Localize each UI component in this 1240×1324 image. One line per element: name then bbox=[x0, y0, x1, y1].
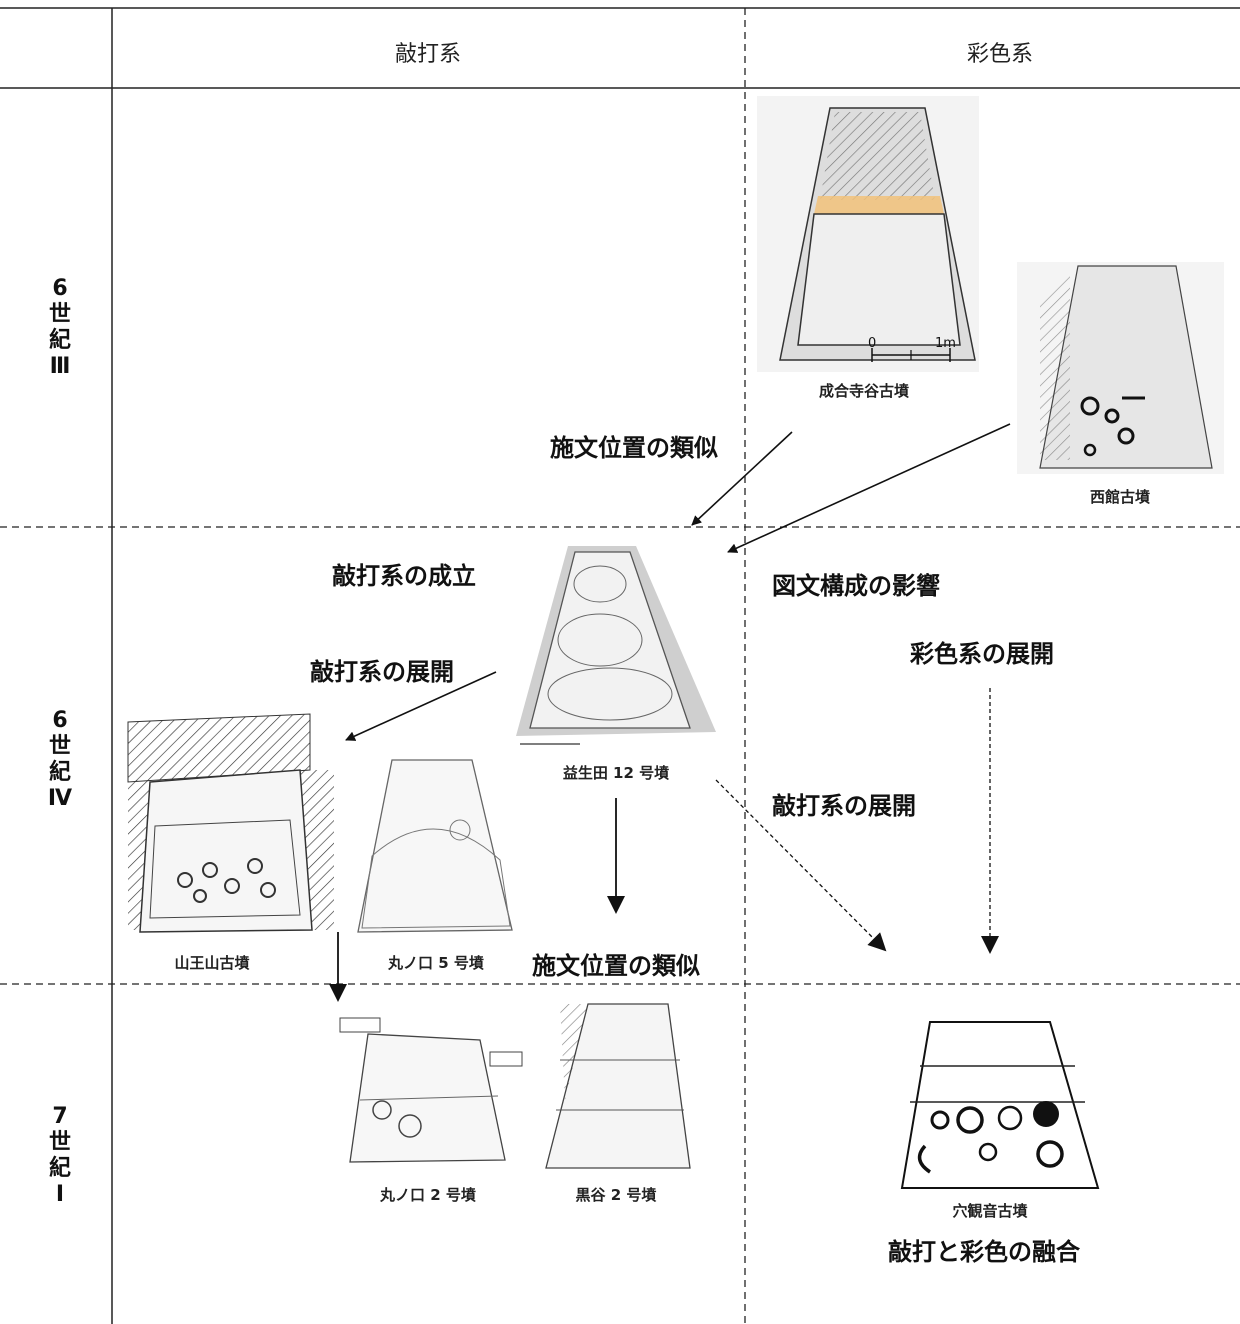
marunokuchi5-tomb-drawing bbox=[357, 759, 513, 933]
nishidate-tomb-drawing bbox=[1017, 262, 1224, 474]
caption-marunokuchi2: 丸ノ口 2 号墳 bbox=[380, 1186, 476, 1204]
column-header-kouda: 敲打系 bbox=[394, 42, 462, 67]
anakannon-tomb-drawing bbox=[900, 1021, 1100, 1189]
table-frame bbox=[0, 7, 1240, 1324]
annotation-fusion: 敲打と彩色の融合 bbox=[888, 1238, 1080, 1266]
masuda12-tomb-drawing bbox=[516, 546, 716, 745]
arrow-narijidani-to-masuda bbox=[691, 431, 793, 526]
kurotani2-tomb-drawing bbox=[545, 1003, 691, 1169]
marunokuchi2-tomb-drawing bbox=[339, 1017, 523, 1163]
annotation-saishoku-expansion: 彩色系の展開 bbox=[910, 640, 1054, 668]
annotation-origin-kouda: 敲打系の成立 bbox=[332, 562, 476, 590]
arrow-nishidate-to-masuda bbox=[727, 423, 1011, 553]
caption-narijidani: 成合寺谷古墳 bbox=[818, 382, 910, 400]
caption-anakannon: 穴観音古墳 bbox=[952, 1202, 1028, 1220]
annotation-similar-position-1: 施文位置の類似 bbox=[550, 434, 718, 462]
column-header-saishoku: 彩色系 bbox=[966, 42, 1034, 67]
scale-bar-one-meter: 1m bbox=[935, 336, 956, 351]
annotation-similar-position-2: 施文位置の類似 bbox=[532, 952, 700, 980]
narijidani-tomb-drawing bbox=[757, 96, 979, 372]
arrow-masuda-to-sannosan bbox=[345, 671, 497, 741]
sannosan-tomb-drawing bbox=[127, 713, 334, 933]
caption-marunokuchi5: 丸ノ口 5 号墳 bbox=[388, 954, 484, 972]
caption-kurotani2: 黒谷 2 号墳 bbox=[575, 1186, 657, 1204]
caption-sannosan: 山王山古墳 bbox=[174, 954, 250, 972]
caption-nishidate: 西館古墳 bbox=[1089, 488, 1151, 506]
arrow-masuda-to-anakannon bbox=[715, 779, 887, 952]
scale-bar-zero: 0 bbox=[868, 336, 877, 351]
annotation-kouda-expansion-1: 敲打系の展開 bbox=[310, 658, 454, 686]
caption-masuda12: 益生田 12 号墳 bbox=[562, 764, 670, 782]
annotation-composition-influence: 図文構成の影響 bbox=[772, 572, 940, 600]
annotation-kouda-expansion-2: 敲打系の展開 bbox=[772, 792, 916, 820]
arrows bbox=[329, 423, 1011, 1002]
